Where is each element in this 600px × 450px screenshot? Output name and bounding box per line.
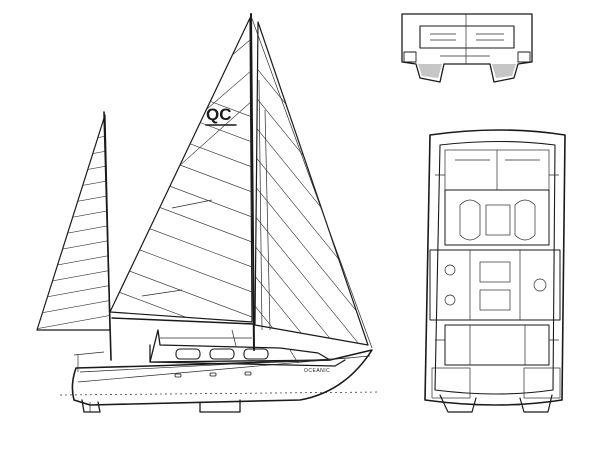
- head-sail: [254, 21, 369, 346]
- main-boom: [111, 317, 255, 325]
- main-mast: [250, 13, 255, 351]
- cabin-window: [243, 348, 269, 360]
- sail-insignia: QC: [206, 105, 232, 124]
- hull-side: OCEANIC: [59, 349, 381, 413]
- forestay: [250, 15, 373, 349]
- cabin-window: [209, 348, 235, 360]
- mizzen-sail: [36, 111, 112, 361]
- accommodation-plan-view: [424, 129, 566, 413]
- main-sail: QC: [109, 17, 253, 323]
- cabin-window: [175, 348, 201, 360]
- side-elevation: QC: [36, 13, 381, 413]
- hull-name: OCEANIC: [304, 368, 330, 374]
- cabin-superstructure: [149, 329, 346, 367]
- cross-section-view: [401, 13, 533, 83]
